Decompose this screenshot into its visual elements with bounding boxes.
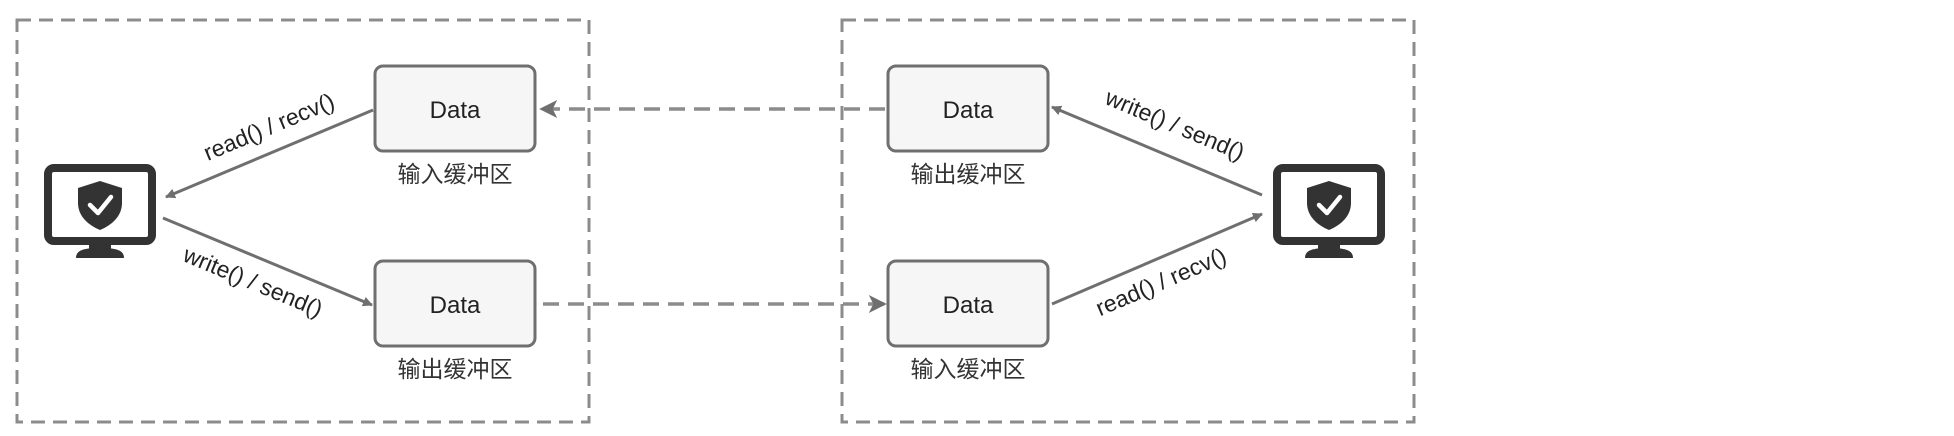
right-input-buffer-data-label: Data [943,292,994,319]
right-input-buffer-caption: 输入缓冲区 [911,357,1026,383]
right-input-buffer: Data 输入缓冲区 [886,259,1050,383]
right-write-arrow [1051,105,1263,197]
left-input-buffer-box [373,64,537,153]
left-input-buffer: Data 输入缓冲区 [373,64,537,188]
left-output-buffer: Data 输出缓冲区 [373,259,537,383]
left-host-frame [15,18,591,424]
right-read-arrow [1051,212,1263,306]
left-computer-icon [44,164,156,258]
right-computer-icon [1273,164,1385,258]
right-write-label: write() / send() [1101,84,1249,166]
left-read-arrow [165,108,374,199]
left-input-buffer-data-label: Data [430,97,481,124]
right-shield-icon [1307,181,1351,230]
left-output-buffer-box [373,259,537,348]
left-output-buffer-data-label: Data [430,292,481,319]
left-write-arrow [162,216,373,307]
left-input-buffer-caption: 输入缓冲区 [398,162,513,188]
right-host-frame [840,18,1416,424]
left-write-label: write() / send() [179,241,327,322]
right-output-buffer-box [886,64,1050,153]
left-shield-icon [78,181,122,230]
left-checkmark-icon [87,194,114,216]
right-input-buffer-box [886,259,1050,348]
right-output-buffer: Data 输出缓冲区 [886,64,1050,188]
right-read-label: read() / recv() [1092,242,1230,321]
right-output-buffer-data-label: Data [943,97,994,124]
left-output-buffer-caption: 输出缓冲区 [398,357,513,383]
right-checkmark-icon [1316,194,1343,216]
right-output-buffer-caption: 输出缓冲区 [911,162,1026,188]
